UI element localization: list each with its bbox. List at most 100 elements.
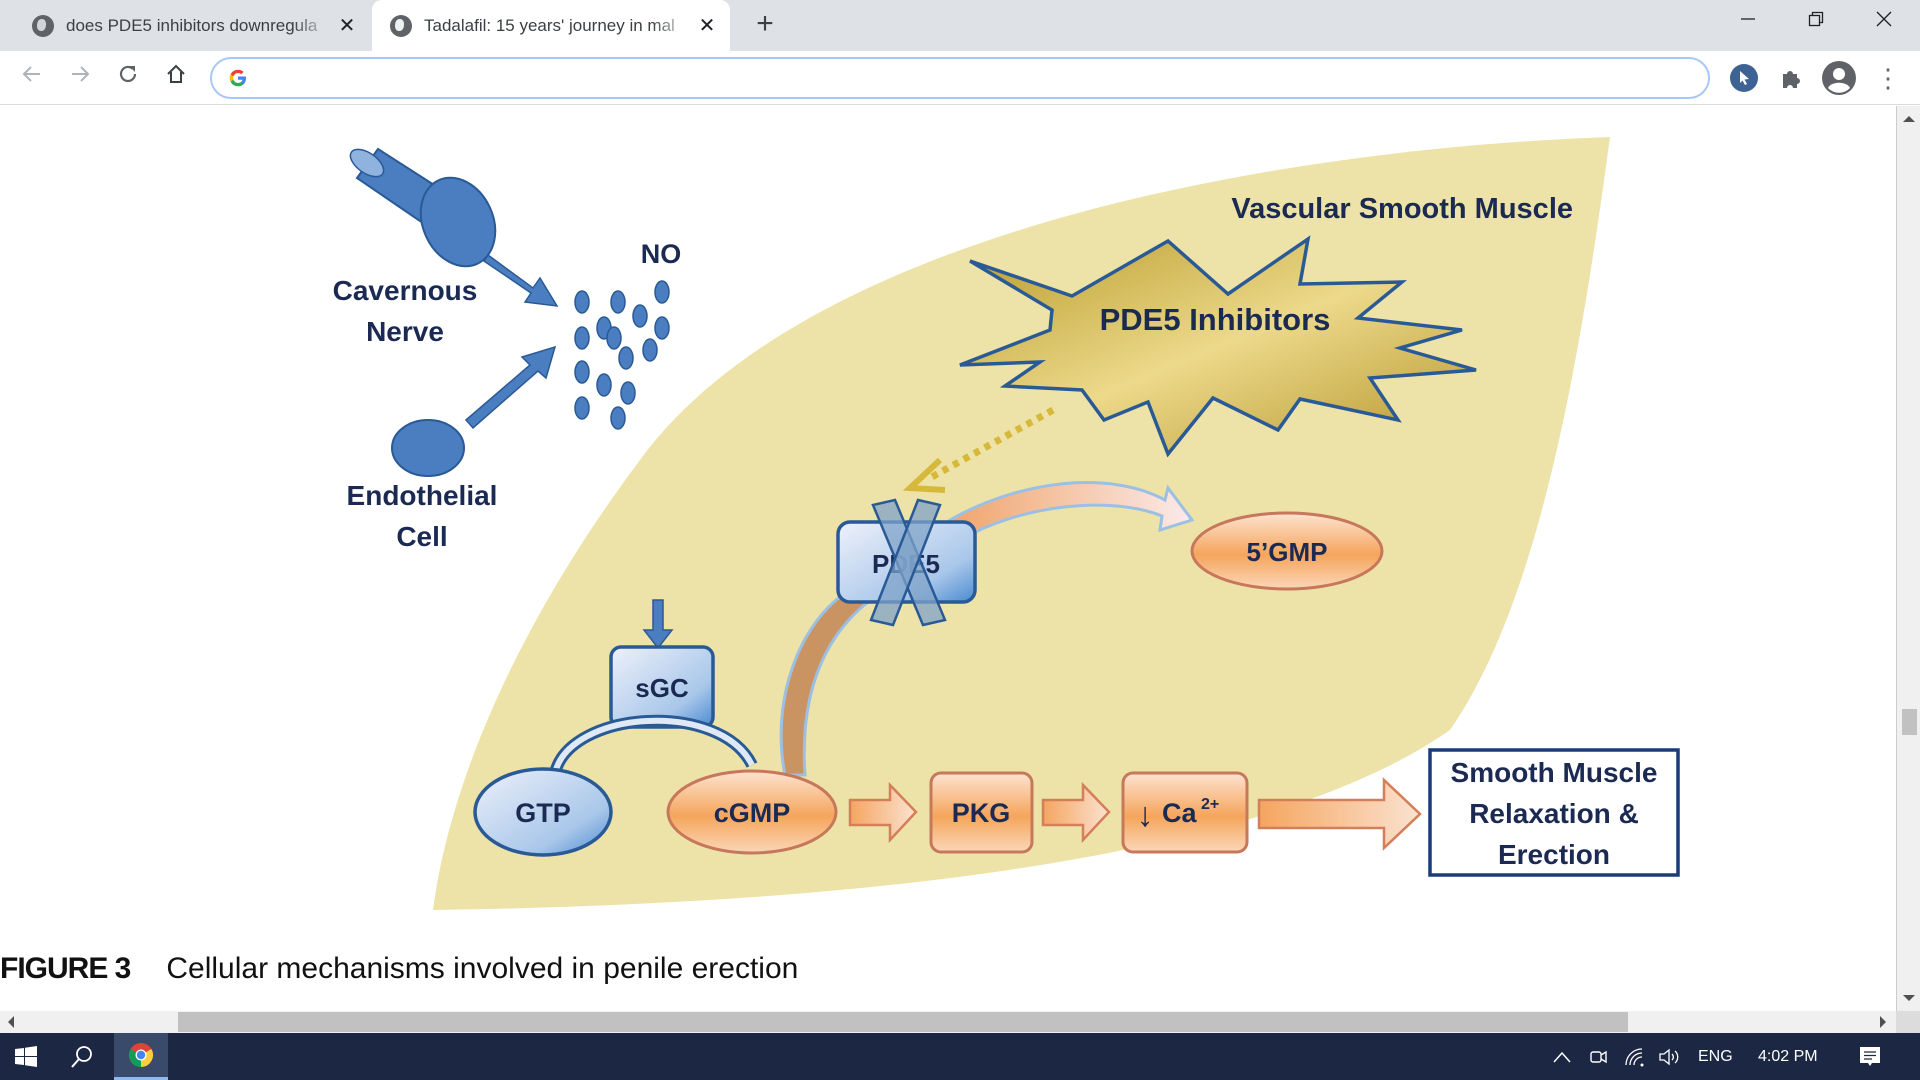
taskbar-chrome[interactable]	[114, 1033, 168, 1080]
cavernous-nerve-icon	[349, 147, 497, 268]
calcium-decrease-arrow-icon: ↓	[1137, 796, 1154, 834]
ca-to-outcome-arrow	[1257, 777, 1422, 851]
outcome-label-line1: Smooth Muscle	[1451, 757, 1658, 788]
5gmp-node	[1190, 511, 1384, 591]
volume-button[interactable]	[1658, 1033, 1684, 1080]
scroll-down-arrow-icon[interactable]	[1903, 995, 1915, 1001]
show-hidden-icons-button[interactable]	[1552, 1033, 1576, 1080]
notification-icon	[1860, 1046, 1880, 1066]
pkg-label: PKG	[952, 798, 1011, 828]
arrow-right-icon	[72, 66, 90, 82]
extensions-button[interactable]	[1777, 64, 1805, 92]
meet-now-icon	[1590, 1050, 1607, 1064]
clock[interactable]: 4:02 PM	[1758, 1048, 1818, 1065]
vertical-scroll-thumb[interactable]	[1902, 709, 1917, 735]
pde5-inhibitors-label: PDE5 Inhibitors	[1100, 302, 1331, 337]
input-language[interactable]: ENG	[1698, 1048, 1733, 1065]
reload-icon	[119, 65, 137, 83]
endothelial-cell-label-line2: Cell	[396, 521, 447, 552]
calcium-node	[1121, 771, 1249, 854]
close-tab-icon[interactable]: ✕	[698, 15, 716, 37]
close-icon	[1876, 11, 1892, 27]
profile-button[interactable]	[1822, 61, 1856, 95]
close-window-button[interactable]	[1852, 0, 1916, 44]
restore-button[interactable]	[1784, 0, 1848, 44]
wifi-icon	[1625, 1048, 1644, 1067]
no-label: NO	[641, 239, 682, 269]
cavernous-nerve-label-line2: Nerve	[366, 316, 444, 347]
tab-bar: does PDE5 inhibitors downregula ✕ Tadala…	[0, 0, 1920, 51]
calcium-label: Ca	[1162, 798, 1197, 828]
outcome-label-line3: Erection	[1498, 839, 1610, 870]
horizontal-scroll-thumb[interactable]	[178, 1012, 1628, 1032]
endothelial-cell-label-line1: Endothelial	[347, 480, 498, 511]
close-tab-icon[interactable]: ✕	[338, 15, 356, 37]
inhibition-arrowhead	[902, 457, 946, 493]
figure-number: FIGURE 3	[0, 952, 131, 985]
browser-toolbar: ⋮	[0, 51, 1920, 105]
cgmp-to-pkg-arrow	[848, 781, 918, 844]
nerve-to-no-arrow	[482, 253, 559, 307]
reload-button[interactable]	[110, 60, 146, 96]
home-button[interactable]	[158, 60, 194, 96]
start-button[interactable]	[0, 1033, 52, 1080]
pde5-blocked-x-icon	[869, 498, 947, 627]
pde5-inhibitors-starburst	[959, 235, 1477, 458]
minimize-button[interactable]	[1716, 0, 1780, 44]
pde5-to-5gmp-arrow	[948, 481, 1195, 543]
tab-title: Tadalafil: 15 years' journey in mal	[424, 15, 675, 35]
endothelium-to-no-arrow	[464, 345, 557, 430]
tab-title: does PDE5 inhibitors downregula	[66, 15, 318, 35]
windows-start-icon	[15, 1045, 37, 1067]
horizontal-scrollbar[interactable]	[0, 1011, 1896, 1033]
action-center-button[interactable]	[1858, 1033, 1888, 1080]
figure-caption-text: Cellular mechanisms involved in penile e…	[166, 952, 799, 985]
vertical-scrollbar[interactable]	[1896, 106, 1920, 1011]
arrow-left-icon	[22, 66, 40, 82]
search-button[interactable]	[57, 1033, 107, 1080]
tab-pde5-inhibitors[interactable]: does PDE5 inhibitors downregula ✕	[14, 0, 370, 51]
outcome-label-line2: Relaxation &	[1469, 798, 1639, 829]
5gmp-label: 5’GMP	[1247, 537, 1328, 567]
chrome-menu-button[interactable]: ⋮	[1875, 63, 1901, 93]
cursor-icon	[1740, 71, 1749, 85]
extension-cursor-icon[interactable]	[1730, 64, 1758, 92]
back-button[interactable]	[14, 60, 50, 96]
meet-now-button[interactable]	[1588, 1033, 1612, 1080]
url-input[interactable]	[258, 65, 1678, 91]
sgc-node	[609, 645, 715, 729]
figure-diagram: Cavernous Nerve Endothelial Cell NO Vasc…	[333, 137, 1680, 910]
cavernous-nerve-label-line1: Cavernous	[333, 275, 478, 306]
profile-icon	[1828, 68, 1850, 93]
figure-caption: FIGURE 3 Cellular mechanisms involved in …	[0, 952, 798, 986]
tab-tadalafil[interactable]: Tadalafil: 15 years' journey in mal ✕	[372, 0, 730, 51]
scrollbar-corner	[1896, 1011, 1920, 1033]
no-to-sgc-arrow	[642, 599, 674, 650]
calcium-superscript: 2+	[1201, 796, 1219, 813]
search-icon	[71, 1045, 92, 1068]
home-icon	[167, 64, 185, 83]
outcome-box	[1428, 748, 1680, 877]
restore-icon	[1808, 11, 1824, 27]
forward-button[interactable]	[62, 60, 98, 96]
pkg-node	[929, 771, 1034, 854]
cgmp-label: cGMP	[714, 798, 791, 828]
new-tab-button[interactable]: +	[756, 7, 774, 40]
scroll-left-arrow-icon[interactable]	[8, 1016, 14, 1028]
puzzle-icon	[1783, 71, 1800, 88]
address-bar[interactable]	[210, 57, 1710, 99]
chrome-icon	[128, 1043, 154, 1067]
endothelial-cell-icon	[391, 419, 465, 477]
scroll-right-arrow-icon[interactable]	[1880, 1016, 1886, 1028]
chevron-up-icon	[1553, 1051, 1571, 1063]
gtp-label: GTP	[515, 798, 571, 828]
cgmp-node	[666, 769, 838, 855]
nitric-oxide-molecules	[574, 280, 670, 430]
windows-taskbar: ENG 4:02 PM	[0, 1033, 1920, 1080]
sgc-label: sGC	[635, 673, 689, 703]
vascular-smooth-muscle-label: Vascular Smooth Muscle	[1231, 193, 1573, 225]
scroll-up-arrow-icon[interactable]	[1903, 116, 1915, 122]
network-button[interactable]	[1624, 1033, 1650, 1080]
minimize-icon	[1741, 18, 1755, 20]
pkg-to-ca-arrow	[1041, 781, 1111, 844]
